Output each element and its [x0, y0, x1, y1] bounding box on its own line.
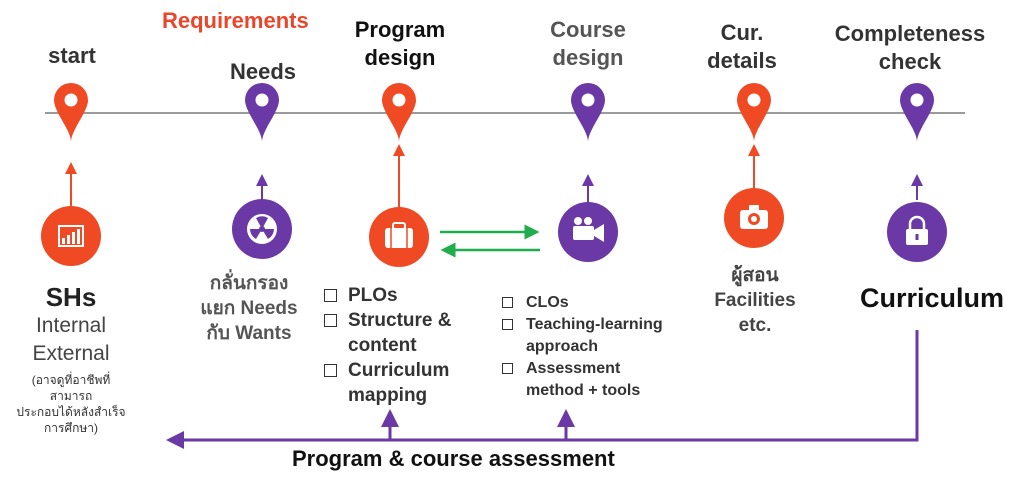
stage-title-course-design-line1: Course — [550, 17, 626, 42]
shs-external: External — [32, 342, 110, 365]
pin-start — [54, 83, 88, 142]
checklist-item-plos-label: PLOs — [348, 285, 398, 306]
checklist-item-clos-label: CLOs — [526, 294, 569, 311]
camera-icon — [724, 188, 784, 248]
stage-title-program-design: Program design — [345, 16, 455, 72]
checklist-item-assessment-label-2: method + tools — [526, 382, 641, 399]
checklist-item-clos: CLOs — [500, 292, 700, 314]
stage-title-cur-details: Cur. details — [690, 19, 794, 75]
checklist-item-mapping-label-2: mapping — [348, 385, 428, 406]
radiation-icon — [232, 199, 292, 259]
stage-title-course-design: Course design — [530, 16, 646, 72]
video-camera-icon — [558, 202, 618, 262]
stage-title-program-design-line2: design — [364, 45, 436, 70]
checklist-item-structure: Structure & content — [322, 308, 502, 358]
curriculum-label: Curriculum — [860, 283, 1005, 313]
pin-course-design — [571, 83, 605, 142]
shs-internal: Internal — [35, 314, 107, 337]
details-line1: ผู้สอน — [731, 265, 779, 286]
stage-title-cur-details-line2: details — [707, 48, 777, 73]
needs-line2: แยก Needs — [200, 298, 298, 319]
details-line3: etc. — [738, 315, 772, 336]
briefcase-icon — [369, 207, 429, 267]
details-line2: Facilities — [714, 290, 796, 311]
checklist-item-structure-label-2: content — [348, 335, 417, 356]
stage-title-course-design-line2: design — [552, 45, 624, 70]
stage-title-completeness-line1: Completeness — [834, 21, 986, 46]
stage-title-program-design-line1: Program — [354, 17, 446, 42]
checklist-item-mapping: Curriculum mapping — [322, 358, 502, 408]
shs-note-line1: (อาจดูที่อาชีพที่ — [31, 373, 111, 387]
details-description: ผู้สอน Facilities etc. — [700, 263, 810, 338]
pin-program-design — [382, 83, 416, 142]
feedback-loop — [166, 330, 919, 449]
checklist-item-teaching: Teaching-learning approach — [500, 314, 700, 358]
assessment-label: Program & course assessment — [292, 446, 615, 471]
shs-block: SHs Internal External — [10, 282, 132, 368]
stage-title-needs: Needs — [229, 59, 297, 84]
shs-note: (อาจดูที่อาชีพที่ สามารถ ประกอบได้หลังสำ… — [10, 372, 132, 436]
checklist-item-structure-label: Structure & — [348, 310, 452, 331]
stage-label-requirements: Requirements — [162, 8, 309, 33]
needs-description: กลั่นกรอง แยก Needs กับ Wants — [190, 271, 308, 346]
chart-icon — [41, 206, 101, 266]
pin-cur-details — [737, 83, 771, 142]
course-design-checklist: CLOs Teaching-learning approach Assessmen… — [500, 292, 700, 402]
stage-title-start: start — [48, 43, 96, 68]
lock-icon — [887, 202, 947, 262]
checklist-item-assessment: Assessment method + tools — [500, 358, 700, 402]
shs-note-line2: สามารถ — [49, 389, 93, 403]
pin-completeness-check — [900, 83, 934, 142]
stage-title-completeness-line2: check — [878, 49, 942, 74]
checklist-item-plos: PLOs — [322, 283, 502, 308]
shs-title: SHs — [45, 282, 97, 312]
pin-needs — [244, 82, 280, 142]
checklist-item-teaching-label: Teaching-learning — [526, 316, 663, 333]
shs-note-line4: การศึกษา) — [44, 421, 98, 435]
needs-line1: กลั่นกรอง — [209, 273, 289, 294]
checklist-item-assessment-label: Assessment — [526, 360, 621, 377]
checklist-item-mapping-label: Curriculum — [348, 360, 450, 381]
shs-note-line3: ประกอบได้หลังสำเร็จ — [16, 405, 126, 419]
needs-line3: กับ Wants — [206, 323, 292, 344]
program-design-checklist: PLOs Structure & content Curriculum mappin… — [322, 283, 502, 408]
checklist-item-teaching-label-2: approach — [526, 338, 599, 355]
stage-title-completeness-check: Completeness check — [812, 20, 1008, 76]
stage-title-cur-details-line1: Cur. — [720, 20, 764, 45]
